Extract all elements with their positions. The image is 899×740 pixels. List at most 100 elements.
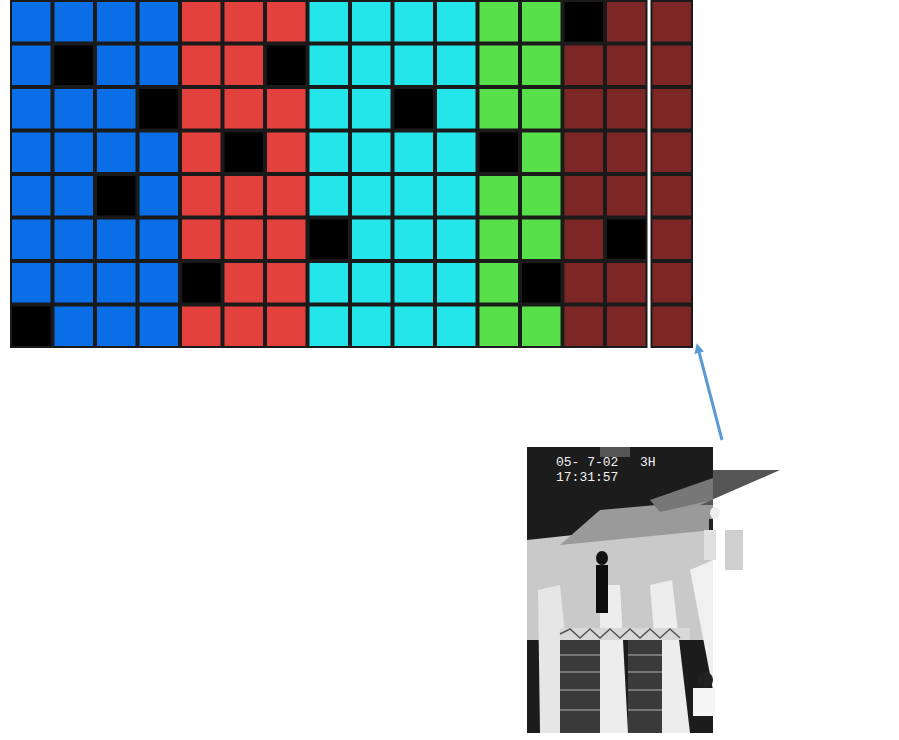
grid-cell [310, 176, 349, 216]
grid-cell [97, 307, 136, 347]
pointer-arrow [698, 348, 722, 440]
grid-cell [522, 133, 561, 173]
grid-cell [607, 263, 646, 303]
grid-cell [480, 2, 519, 42]
grid-cell [182, 220, 221, 260]
grid-cell [653, 46, 692, 86]
grid-cell [352, 2, 391, 42]
grid-cell [480, 89, 519, 129]
grid-cell [310, 2, 349, 42]
grid-cell [565, 263, 604, 303]
grid-cell [267, 2, 306, 42]
grid-cell [480, 220, 519, 260]
grid-cell [565, 307, 604, 347]
grid-cell [565, 133, 604, 173]
timestamp-text: 17:31:57 [556, 471, 618, 485]
timestamp-text: 05- 7-02 [556, 456, 618, 470]
grid-cell [437, 176, 476, 216]
grid-cell [480, 263, 519, 303]
grid-cell [12, 2, 51, 42]
grid-cell [140, 46, 179, 86]
grid-cell [522, 176, 561, 216]
grid-cell [182, 133, 221, 173]
grid-cell [607, 307, 646, 347]
grid-cell [225, 2, 264, 42]
grid-cell [395, 220, 434, 260]
grid-cell [55, 89, 94, 129]
grid-cell [140, 220, 179, 260]
grid-cell [437, 220, 476, 260]
grid-cell [140, 176, 179, 216]
grid-cell [310, 307, 349, 347]
grid-cell [653, 307, 692, 347]
grid-cell [97, 176, 136, 216]
grid-cell [267, 220, 306, 260]
grid-cell [607, 2, 646, 42]
grid-cell [182, 89, 221, 129]
grid-cell [607, 176, 646, 216]
grid-cell [55, 220, 94, 260]
grid-cell [565, 2, 604, 42]
grid-cell [225, 263, 264, 303]
grid-cell [607, 89, 646, 129]
grid-cell [395, 46, 434, 86]
grid-cell [437, 2, 476, 42]
timestamp-text: 3H [640, 456, 656, 470]
grid-cell [12, 89, 51, 129]
grid-cell [267, 89, 306, 129]
grid-cell [437, 89, 476, 129]
grid-cell [395, 307, 434, 347]
grid-cell [225, 307, 264, 347]
grid-cell [437, 46, 476, 86]
grid-cell [12, 46, 51, 86]
grid-cell [352, 220, 391, 260]
grid-cell [310, 263, 349, 303]
grid-cell [522, 46, 561, 86]
grid-cell [97, 89, 136, 129]
grid-cell [12, 133, 51, 173]
grid-cell [480, 176, 519, 216]
grid-cell [55, 176, 94, 216]
grid-cell [267, 133, 306, 173]
grid-cell [12, 263, 51, 303]
grid-cell [480, 133, 519, 173]
grid-cell [97, 2, 136, 42]
grid-cell [653, 2, 692, 42]
grid-cell [225, 220, 264, 260]
photo-frame [527, 447, 780, 733]
grid-cell [653, 220, 692, 260]
grid-cell [522, 263, 561, 303]
grid-cell [225, 46, 264, 86]
grid-cell [352, 89, 391, 129]
grid-cell [55, 263, 94, 303]
grid-cell [352, 46, 391, 86]
grid-cell [97, 46, 136, 86]
grid-cell [12, 220, 51, 260]
grid-cell [395, 263, 434, 303]
grid-cell [565, 89, 604, 129]
grid-cell [653, 176, 692, 216]
grid-cell [653, 133, 692, 173]
grid-separator [648, 0, 651, 348]
grid-cell [653, 89, 692, 129]
grid-cell [310, 220, 349, 260]
grid-cell [267, 46, 306, 86]
grid-cell [310, 46, 349, 86]
grid-cell [395, 176, 434, 216]
grid-cell [395, 2, 434, 42]
grid-cell [55, 307, 94, 347]
grid-cell [522, 220, 561, 260]
grid-cell [310, 133, 349, 173]
grid-cell [97, 133, 136, 173]
grid-cell [12, 176, 51, 216]
grid-cell [55, 133, 94, 173]
grid-cell [140, 2, 179, 42]
grid-cell [97, 263, 136, 303]
grid-cell [140, 263, 179, 303]
grid-cell [140, 89, 179, 129]
grid-cell [437, 263, 476, 303]
grid-ground [10, 0, 693, 348]
grid-cell [352, 307, 391, 347]
